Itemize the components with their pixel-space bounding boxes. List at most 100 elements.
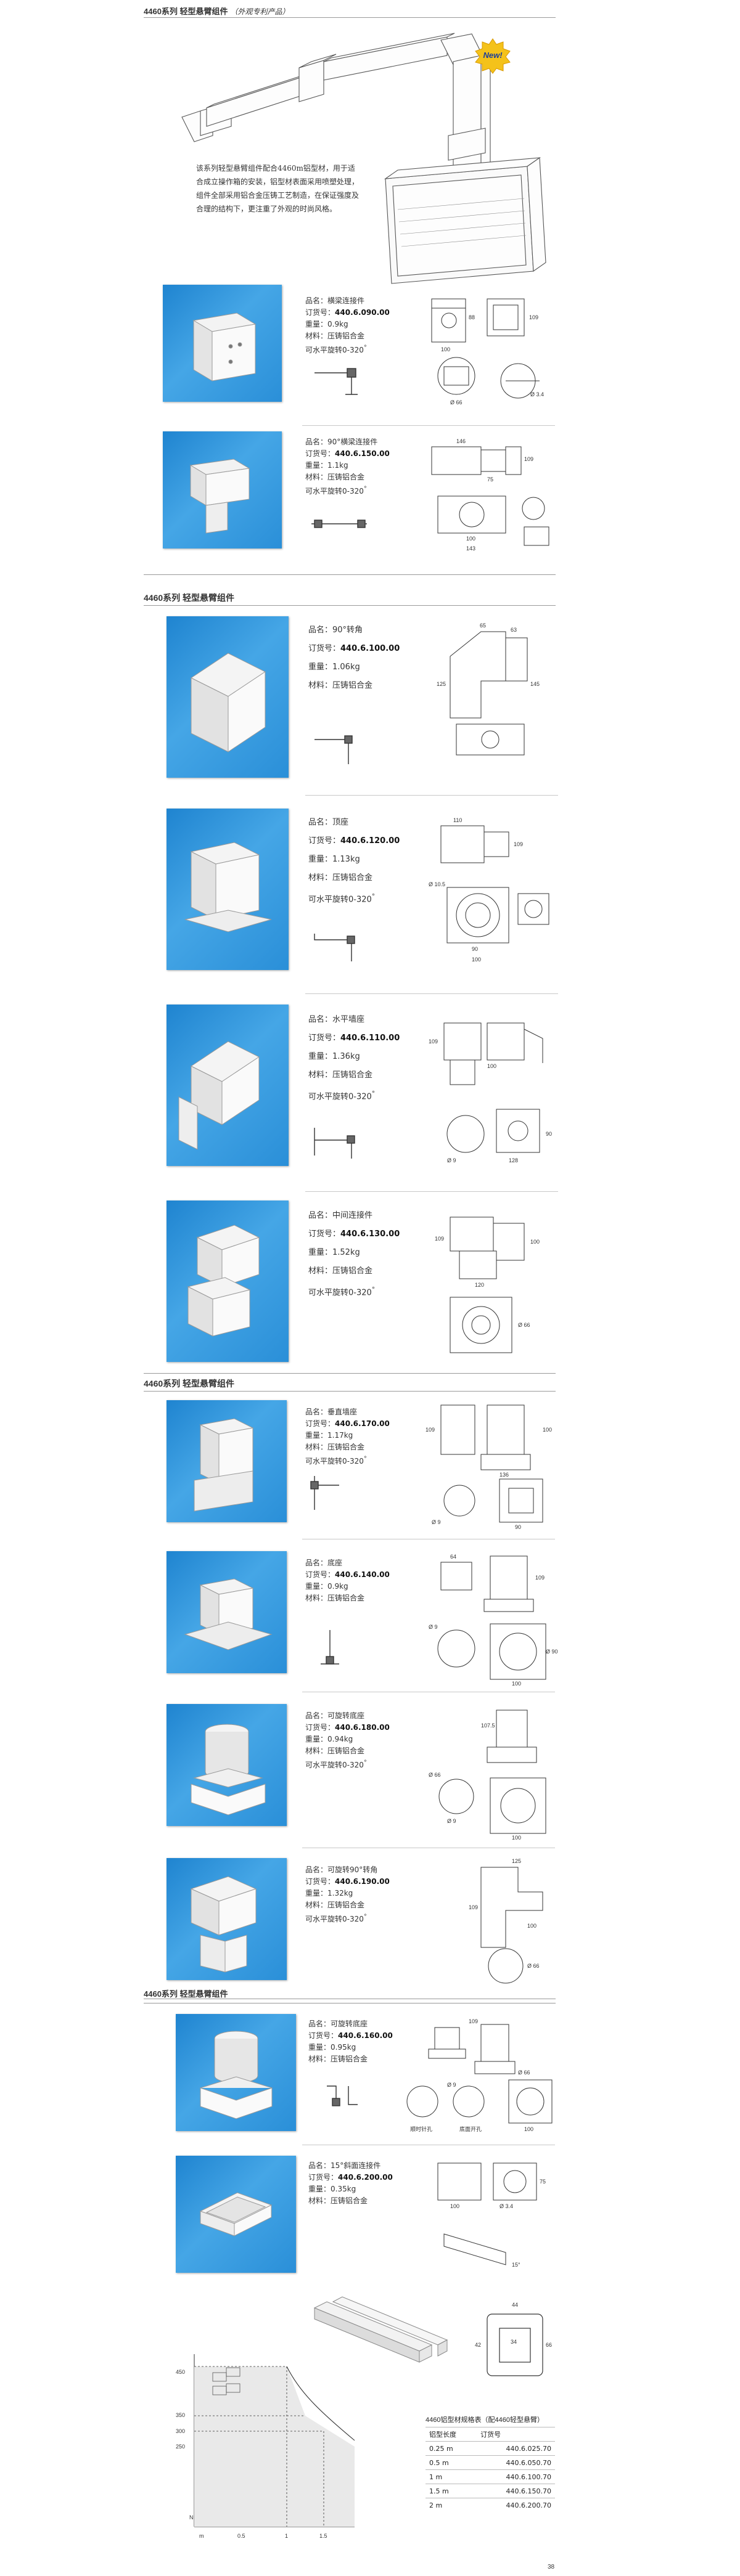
assembly-sketch (308, 512, 376, 542)
order-number: 440.6.130.00 (340, 1229, 400, 1239)
product-material: 材料：压铸铝合金 (305, 1594, 365, 1602)
product-name: 品名：可旋转底座 (308, 2020, 368, 2028)
product-material: 材料：压铸铝合金 (305, 1747, 365, 1755)
assembly-sketch (324, 2080, 361, 2117)
dim-label: 100 (524, 2126, 534, 2132)
product-weight: 重量：0.94kg (305, 1735, 353, 1743)
dim-label: 109 (514, 841, 524, 847)
product-name: 品名：可旋转90°转角 (305, 1865, 378, 1874)
technical-drawing: 107.5 Ø 66 Ø 9 100 (426, 1704, 561, 1843)
order-number: 440.6.140.00 (335, 1570, 390, 1579)
product-weight: 重量：1.36kg (308, 1052, 360, 1061)
dim-label: 42 (475, 2342, 482, 2348)
product-name: 品名：90°横梁连接件 (305, 438, 378, 446)
page-divider (144, 574, 556, 575)
description-line: 该系列轻型悬臂组件配合4460m铝型材，用于适 (196, 164, 355, 173)
product-photo-vertical-wall-mount (166, 1400, 287, 1522)
technical-drawing: 64 109 Ø 9 Ø 90 100 (426, 1550, 561, 1689)
product-specs: 品名：垂直墙座 订货号：440.6.170.00 重量：1.17kg 材料：压铸… (305, 1408, 390, 1465)
order-label: 订货号： (308, 2031, 339, 2040)
dim-label: Ø 9 (447, 1157, 456, 1164)
technical-drawing: 109 100 Ø 66 125 (469, 1855, 561, 1991)
product-material: 材料：压铸铝合金 (308, 2055, 368, 2063)
order-number: 440.6.180.00 (335, 1723, 390, 1732)
page2-header: 4460系列 轻型悬臂组件 (144, 593, 235, 603)
product-specs: 品名：顶座 订货号：440.6.120.00 重量：1.13kg 材料：压铸铝合… (308, 813, 400, 909)
assembly-sketch (311, 1125, 373, 1162)
product-rotation: 可水平旋转0-320 (305, 346, 364, 354)
dim-label: 66 (546, 2342, 553, 2348)
product-specs: 品名：15°斜面连接件 订货号：440.6.200.00 重量：0.35kg 材… (308, 2160, 393, 2207)
product-specs: 品名：可旋转底座 订货号：440.6.160.00 重量：0.95kg 材料：压… (308, 2018, 393, 2065)
page1-patent-note: （外观专利产品） (230, 7, 290, 16)
product-rotation: 可水平旋转0-320 (308, 1288, 372, 1298)
page1-header-rule (144, 17, 556, 18)
column-header: 铝型长度 (426, 2427, 477, 2442)
product-photo-90-beam-connector (163, 431, 282, 548)
technical-drawing: 65 63 125 145 (432, 619, 561, 780)
assembly-sketch (311, 364, 373, 401)
product-photo-rotatable-base-2 (176, 2014, 296, 2131)
dim-label: 109 (429, 1038, 438, 1045)
dim-label: Ø 66 (527, 1963, 540, 1969)
length-cell: 0.5 m (426, 2455, 477, 2470)
product-specs: 品名：中间连接件 订货号：440.6.130.00 重量：1.52kg 材料：压… (308, 1207, 400, 1302)
page3-header-rule (144, 1391, 556, 1392)
product-photo-15-degree-connector (176, 2156, 296, 2273)
dim-label: 109 (469, 2018, 479, 2024)
dim-label: 109 (529, 314, 539, 320)
product-material: 材料：压铸铝合金 (308, 2196, 368, 2205)
dim-label: 100 (487, 1063, 497, 1069)
product-specs: 品名：底座 订货号：440.6.140.00 重量：0.9kg 材料：压铸铝合金 (305, 1557, 390, 1604)
order-number: 440.6.160.00 (338, 2031, 393, 2040)
order-label: 订货号： (305, 1419, 335, 1428)
technical-drawing: 109 100 Ø 9 128 90 (429, 1011, 561, 1177)
product-name: 品名：中间连接件 (308, 1211, 373, 1220)
dim-label: 109 (524, 456, 534, 462)
order-number: 440.6.120.00 (340, 836, 400, 846)
length-cell: 1 m (426, 2469, 477, 2484)
product-photo-rotatable-90-corner (166, 1858, 287, 1980)
page1-description: 该系列轻型悬臂组件配合4460m铝型材，用于适 合成立操作箱的安装，铝型材表面采… (196, 161, 359, 216)
order-number: 440.6.100.00 (340, 644, 400, 653)
page-number: 38 (548, 2564, 555, 2570)
product-name: 品名：水平墙座 (308, 1015, 365, 1024)
x-tick: 0.5 (237, 2533, 245, 2539)
y-tick: 250 (176, 2444, 186, 2450)
dim-label: 44 (512, 2302, 519, 2308)
product-material: 材料：压铸铝合金 (308, 681, 373, 690)
order-label: 订货号： (308, 1229, 341, 1239)
x-tick: 1 (285, 2533, 289, 2539)
dim-label: 100 (512, 1681, 522, 1687)
product-weight: 重量：1.06kg (308, 662, 360, 672)
product-weight: 重量：0.9kg (305, 320, 348, 328)
product-weight: 重量：0.9kg (305, 1582, 348, 1591)
dim-label: 75 (540, 2179, 546, 2185)
order-number: 440.6.200.00 (338, 2173, 393, 2182)
dim-label: 63 (511, 627, 517, 633)
order-label: 订货号： (308, 2173, 339, 2182)
product-rotation: 可水平旋转0-320 (305, 1457, 364, 1465)
product-weight: 重量：0.35kg (308, 2185, 356, 2193)
divider (305, 993, 558, 994)
product-photo-beam-connector (163, 285, 282, 402)
x-tick: 1.5 (319, 2533, 327, 2539)
dim-label: 125 (437, 681, 446, 687)
page1-header: 4460系列 轻型悬臂组件（外观专利产品） (144, 5, 290, 17)
divider (305, 1191, 558, 1192)
dim-label: 145 (530, 681, 540, 687)
dim-label: 107.5 (481, 1722, 495, 1729)
product-weight: 重量：1.17kg (305, 1431, 353, 1440)
dim-label: 15° (512, 2262, 520, 2268)
product-specs: 品名：横梁连接件 订货号：440.6.090.00 重量：0.9kg 材料：压铸… (305, 296, 390, 354)
order-label: 订货号： (308, 644, 341, 653)
order-label: 订货号： (305, 308, 335, 317)
dim-label: 65 (480, 622, 487, 629)
order-label: 订货号： (305, 449, 335, 458)
table-header-row: 铝型长度 订货号 (426, 2427, 555, 2442)
assembly-sketch (311, 1627, 355, 1670)
